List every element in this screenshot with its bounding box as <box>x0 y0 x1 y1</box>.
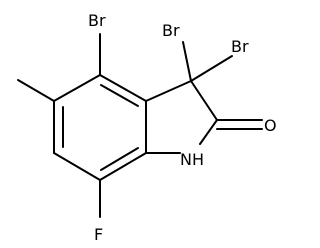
molecule-structure-diagram: Br Br Br O NH F <box>17 11 277 244</box>
bromine-atom-c3-left: Br <box>162 21 180 40</box>
nitrogen-hydrogen-group: NH <box>180 150 204 169</box>
substituent-bonds <box>17 33 263 218</box>
bond-c6-c7 <box>53 152 101 181</box>
oxygen-atom: O <box>264 116 277 135</box>
bond-c3-br-left <box>182 41 192 82</box>
lactam-ring <box>145 80 218 154</box>
bond-c3a-c4-inner <box>100 84 139 107</box>
bromine-atom-c3-right: Br <box>231 37 249 56</box>
bond-c5-methyl <box>17 79 55 102</box>
bond-c3a-c4 <box>99 74 147 102</box>
bond-c3-br-right <box>190 55 233 82</box>
bond-c4-c5 <box>53 74 101 102</box>
benzene-ring <box>53 74 147 181</box>
bond-c3a-c3 <box>145 80 192 102</box>
bond-c7-c7a-inner <box>100 147 139 171</box>
atom-labels: Br Br Br O NH F <box>88 11 277 244</box>
fluorine-atom: F <box>94 225 103 244</box>
bromine-atom-c4: Br <box>88 11 106 30</box>
bond-c3-c2 <box>190 80 218 121</box>
bond-c2-n1 <box>199 119 218 145</box>
bond-c7-c7a <box>99 152 147 181</box>
